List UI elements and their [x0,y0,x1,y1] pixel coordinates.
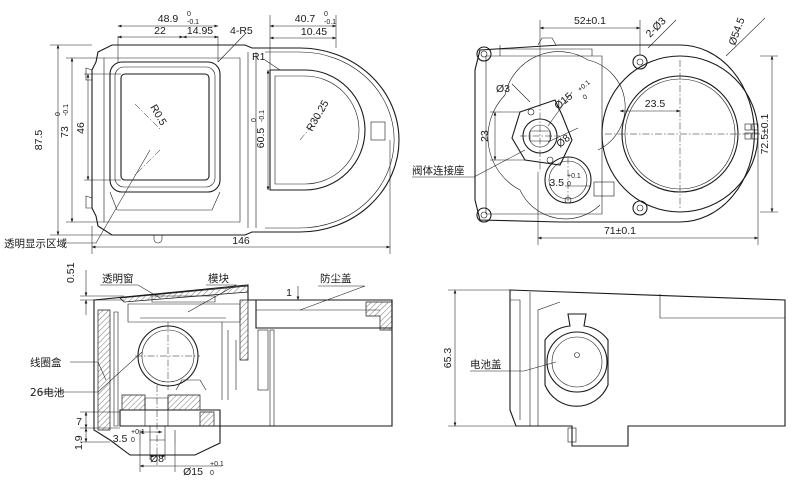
dim-52: 52±0.1 [574,15,606,27]
label-window: 透明窗 [102,272,134,285]
dim-60-5-tol-bot: -0.1 [259,110,266,122]
dim-sec-d15-tol-top: +0.1 [210,461,224,468]
dim-146: 146 [232,235,250,247]
label-dust-cover: 防尘盖 [320,272,352,285]
dim-r0-5: R0.5 [147,103,169,128]
dim-sec-d8: Ø8 [150,453,164,465]
dim-40-7-tol-top: 0 [324,11,328,18]
dim-10-45: 10.45 [301,26,327,38]
dim-sec-d15: Ø15 [183,466,203,478]
dim-87-5: 87.5 [33,130,45,151]
dim-46: 46 [75,122,87,134]
dim-sec-3-5-tol-top: +0.1 [131,429,145,436]
dim-22: 22 [154,25,166,37]
callout-valve-seat: 阀体连接座 [412,164,465,177]
dim-0-51: 0.51 [65,262,77,283]
dim-73-tol-bot: -0.1 [63,104,70,116]
dim-60-5: 60.5 [255,128,267,149]
dim-d15-tol-top: +0.1 [577,79,592,93]
section-view: 0.51 7 1.9 1 3.5 +0.1 0 Ø8 Ø15 +0.1 0 透明… [30,262,393,478]
dim-2-d3: 2-Ø3 [644,15,669,40]
label-module: 模块 [208,273,229,285]
dim-d3: Ø3 [496,83,510,95]
dim-sec-d15-tol-bot: 0 [210,470,214,477]
dim-4-r5: 4-R5 [230,25,253,37]
dim-r1: R1 [252,51,266,63]
dim-3-5-tol-top: +0.1 [567,173,581,180]
dim-r30-25: R30.25 [304,98,331,133]
dim-60-5-tol-top: 0 [251,118,258,122]
dim-71: 71±0.1 [604,225,636,237]
dim-48-9-tol-bot: -0.1 [187,19,199,26]
dim-48-9: 48.9 [158,13,179,25]
dim-sec-3-5-tol-bot: 0 [131,437,135,444]
dim-d15: Ø15 [552,90,575,112]
dim-1: 1 [286,287,292,299]
label-coil-box: 线圈盒 [30,356,62,369]
dim-73: 73 [59,126,71,138]
dim-1-9: 1.9 [73,435,85,450]
dim-7: 7 [76,416,82,428]
side-view: 65.3 电池盖 [442,289,786,447]
dim-3-5-tol-bot: 0 [567,181,571,188]
dim-73-tol-top: 0 [55,112,62,116]
dim-48-9-tol-top: 0 [187,11,191,18]
inner-view: 52±0.1 2-Ø3 Ø54.5 Ø3 Ø15 +0.1 0 Ø8 23.5 … [412,15,778,245]
dim-23-5: 23.5 [645,98,666,110]
dim-40-7-tol-bot: -0.1 [324,19,336,26]
dim-65-3: 65.3 [442,348,454,369]
label-battery-cover: 电池盖 [470,358,502,371]
dim-72-5: 72.5±0.1 [759,113,771,154]
dim-40-7: 40.7 [295,13,316,25]
dim-d54-5: Ø54.5 [727,16,748,47]
dim-3-5: 3.5 [549,177,564,189]
dim-sec-3-5: 3.5 [113,433,128,445]
label-battery: 26电池 [30,386,65,399]
dim-23: 23 [479,130,491,142]
dim-14-95: 14.95 [187,25,213,37]
callout-display-area: 透明显示区域 [4,237,67,250]
top-view: 48.9 0 -0.1 22 14.95 40.7 0 -0.1 10.45 4… [4,11,400,254]
dim-d15-tol-bot: 0 [582,94,590,102]
